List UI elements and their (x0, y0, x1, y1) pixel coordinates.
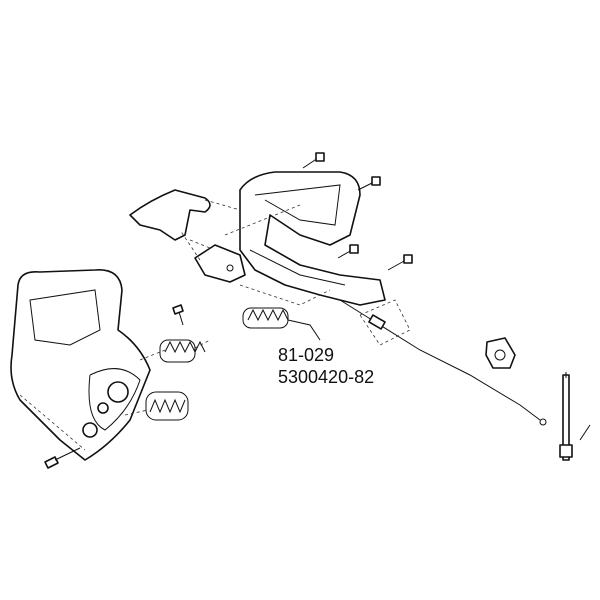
front-handle-part (179, 171, 386, 306)
rod-part (559, 372, 591, 461)
bracket-part (129, 189, 241, 251)
rear-handle-part (10, 269, 151, 461)
throttle-spring-part (242, 307, 321, 341)
throttle-cable-part (339, 299, 547, 426)
trigger-part (194, 244, 246, 283)
part-number-label-2: 5300420-82 (278, 367, 375, 387)
screw-part (44, 304, 184, 469)
spring-part (139, 339, 211, 363)
part-number-label: 81-029 (278, 345, 335, 365)
bolt-parts (302, 152, 413, 271)
spring-part-2 (124, 391, 189, 421)
grommet-part (485, 337, 516, 369)
